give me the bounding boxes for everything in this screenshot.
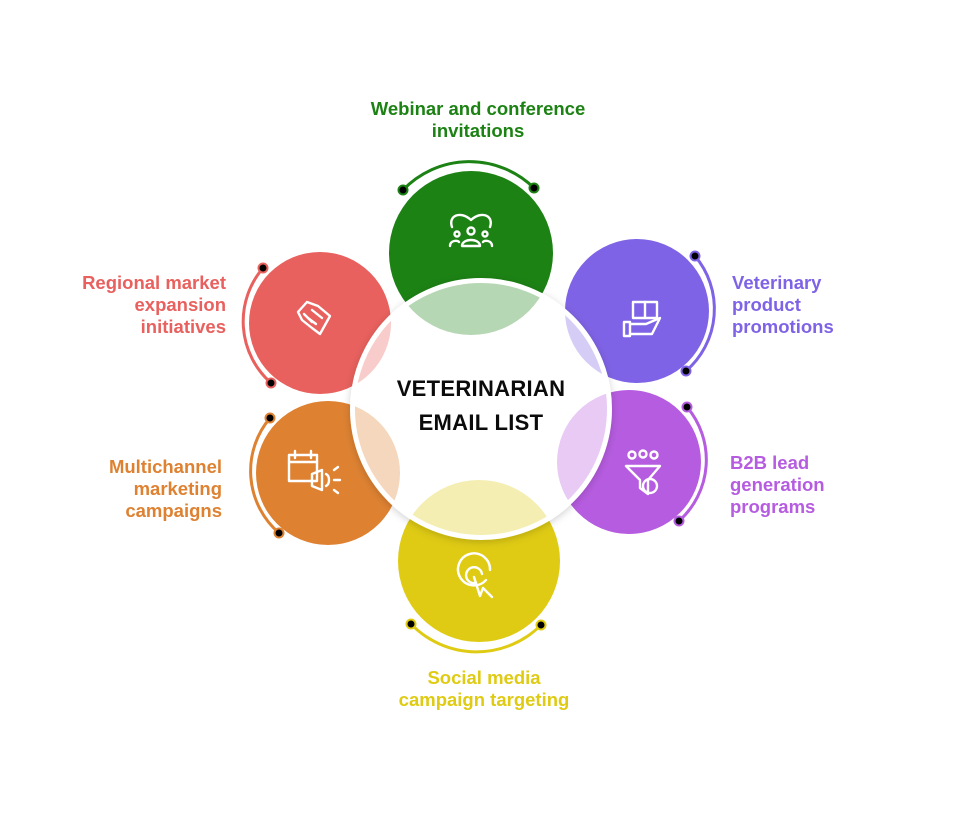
label-regional: Regional market expansion initiatives — [26, 272, 226, 338]
label-line: campaign targeting — [398, 689, 570, 710]
label-line: expansion — [134, 294, 227, 315]
label-b2b: B2B lead generation programs — [730, 452, 930, 518]
arc-vet-product — [685, 255, 716, 373]
circle-regional — [249, 252, 391, 394]
arc-social — [409, 622, 543, 654]
arc-webinar — [401, 160, 536, 192]
label-line: marketing — [133, 478, 222, 499]
label-webinar: Webinar and conference invitations — [338, 98, 618, 142]
label-line: programs — [730, 496, 816, 517]
label-line: generation — [730, 474, 825, 495]
funnel-people-icon — [624, 449, 662, 496]
label-line: campaigns — [125, 500, 222, 521]
label-line: Social media — [427, 667, 541, 688]
circle-vet-product — [565, 239, 709, 383]
group-heart-icon — [448, 213, 494, 248]
label-line: Regional market — [82, 272, 226, 293]
label-line: Webinar and conference — [370, 98, 586, 119]
label-social: Social media campaign targeting — [354, 667, 614, 711]
calendar-megaphone-icon — [287, 449, 342, 495]
label-line: Multichannel — [108, 456, 222, 477]
arc-multichannel — [249, 417, 280, 535]
target-cursor-icon — [456, 552, 494, 599]
label-vet-product: Veterinary product promotions — [732, 272, 932, 338]
center-title: VETERINARIAN EMAIL LIST — [361, 372, 601, 440]
arc-regional — [241, 267, 272, 385]
hand-box-icon — [622, 300, 662, 338]
label-line: initiatives — [140, 316, 226, 337]
label-line: Veterinary — [732, 272, 822, 293]
center-title-line2: EMAIL LIST — [418, 410, 544, 435]
arc-b2b — [677, 406, 708, 523]
label-line: product — [732, 294, 801, 315]
handshake-icon — [296, 300, 332, 336]
label-line: invitations — [431, 120, 525, 141]
center-title-line1: VETERINARIAN — [396, 376, 566, 401]
label-multichannel: Multichannel marketing campaigns — [22, 456, 222, 522]
label-line: B2B lead — [730, 452, 810, 473]
label-line: promotions — [732, 316, 834, 337]
